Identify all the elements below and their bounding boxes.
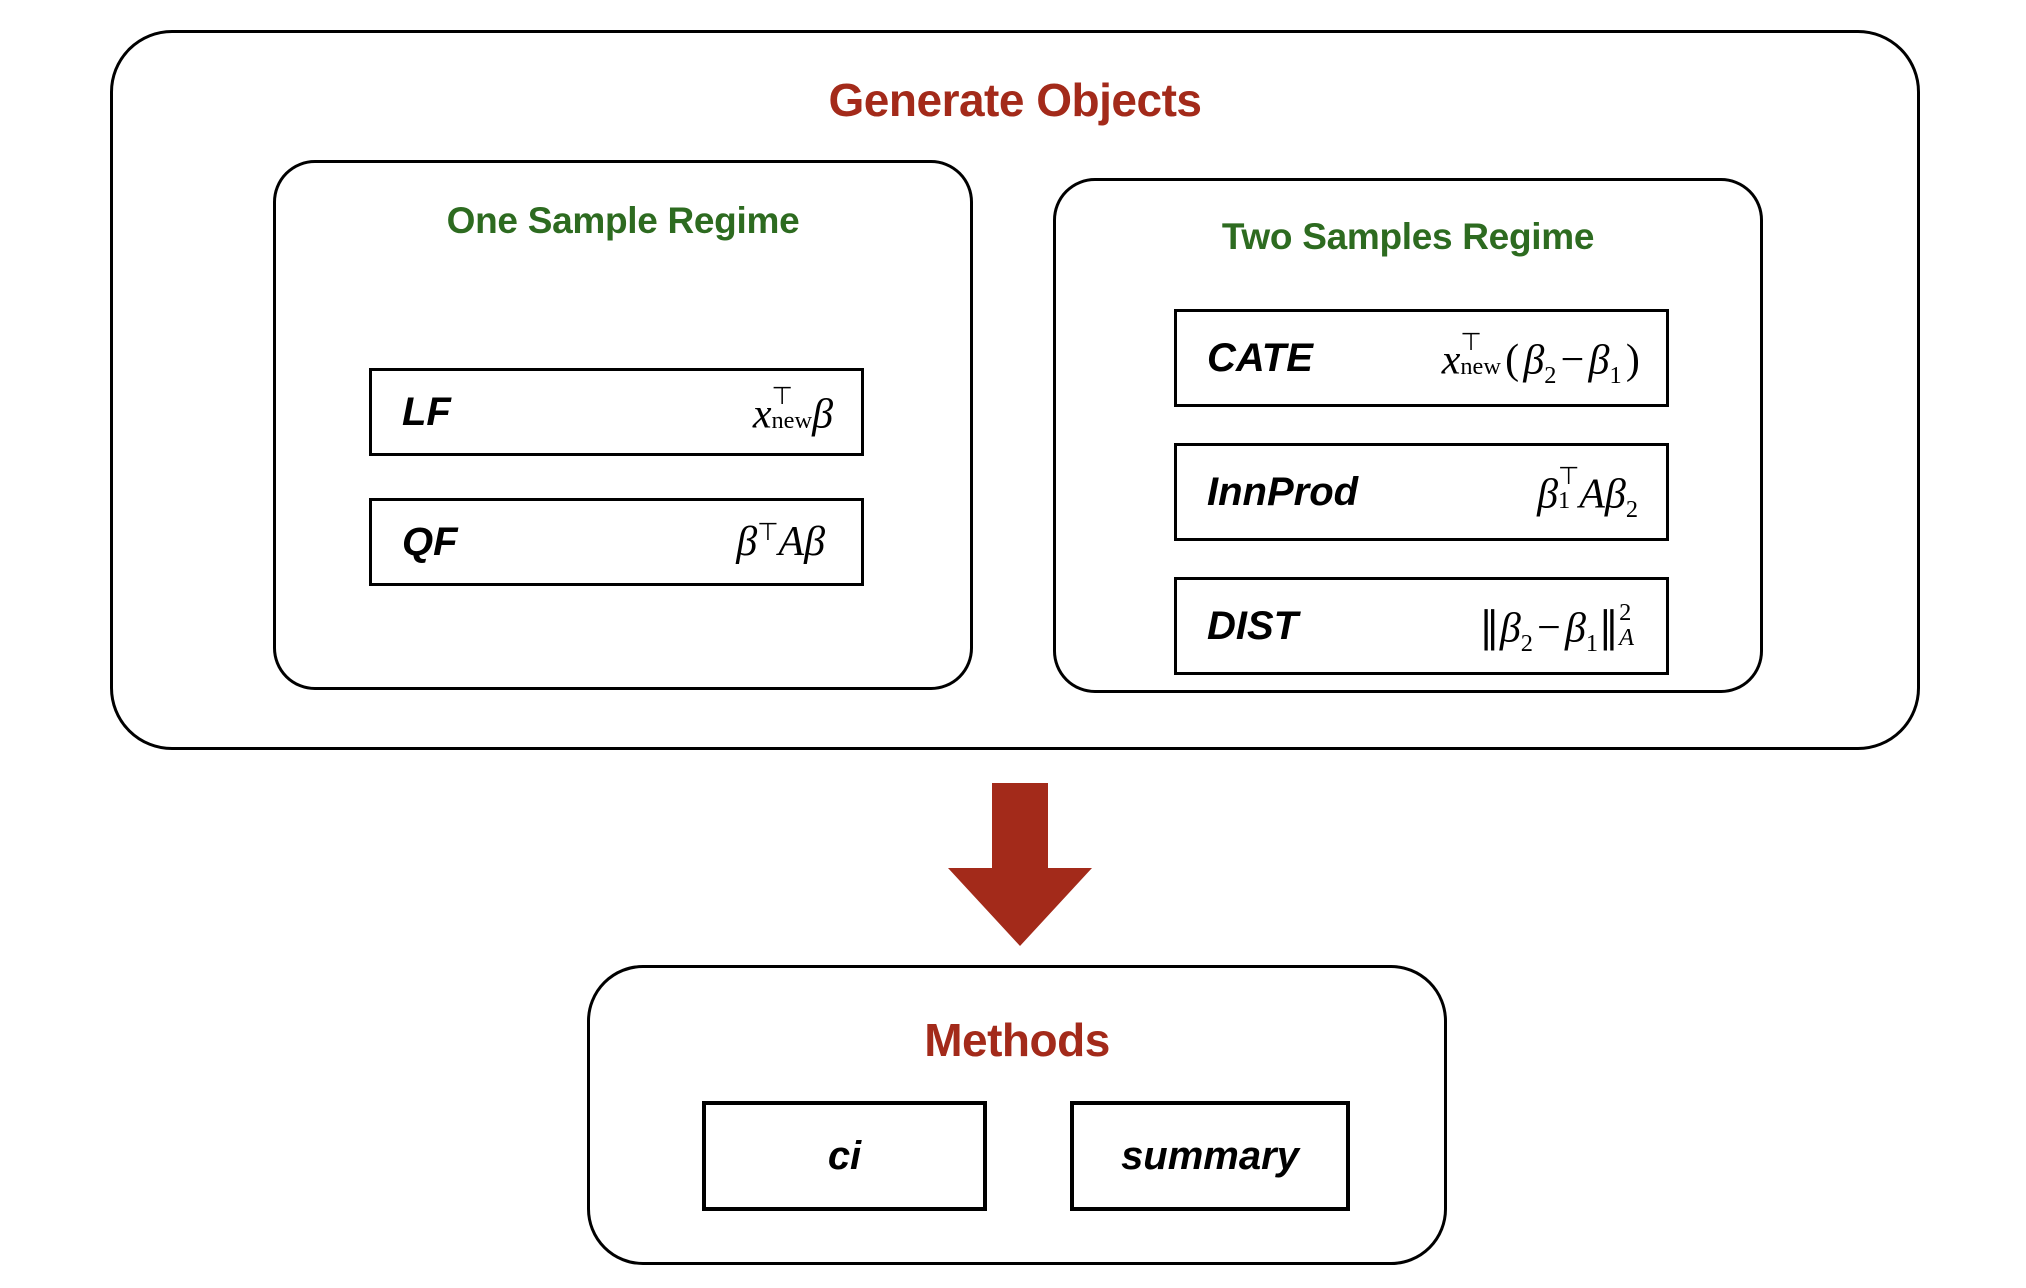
method-box-ci[interactable]: ci <box>702 1101 987 1211</box>
entry-formula-cate: x⊤new(β2−β1) <box>1441 328 1640 389</box>
entry-label-innprod: InnProd <box>1207 469 1359 514</box>
entry-row-qf[interactable]: QF β⊤Aβ <box>369 498 864 586</box>
methods-title: Methods <box>924 1014 1110 1066</box>
entry-label-qf: QF <box>402 519 458 564</box>
entry-label-lf: LF <box>402 389 451 434</box>
method-label-summary: summary <box>1121 1133 1299 1178</box>
generate-objects-panel: Generate Objects One Sample Regime LF x⊤… <box>110 30 1920 750</box>
entry-label-dist: DIST <box>1207 603 1299 648</box>
methods-panel: Methods ci summary <box>587 965 1447 1265</box>
method-label-ci: ci <box>827 1133 862 1178</box>
generate-objects-title: Generate Objects <box>828 74 1202 126</box>
entry-formula-qf: β⊤Aβ <box>736 519 825 565</box>
down-arrow-icon <box>940 783 1100 948</box>
one-sample-regime-title: One Sample Regime <box>446 200 800 241</box>
entry-label-cate: CATE <box>1207 335 1313 380</box>
method-box-summary[interactable]: summary <box>1070 1101 1350 1211</box>
entry-row-cate[interactable]: CATE x⊤new(β2−β1) <box>1174 309 1669 407</box>
two-samples-regime-title: Two Samples Regime <box>1221 216 1595 257</box>
two-samples-regime-box: Two Samples Regime CATE x⊤new(β2−β1) Inn… <box>1053 178 1763 693</box>
